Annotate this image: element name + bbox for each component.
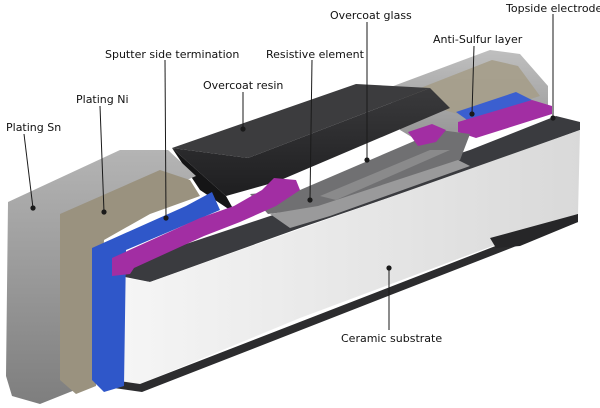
- label-overcoat-resin: Overcoat resin: [203, 79, 283, 92]
- resistive-element: [270, 160, 470, 228]
- substrate-under-shadow: [490, 214, 578, 248]
- leader-plating-ni: [99, 105, 107, 215]
- label-topside-electrode: Topside electrode: [505, 2, 600, 15]
- leader-ceramic-substrate: [386, 265, 392, 330]
- label-plating-ni: Plating Ni: [76, 93, 129, 106]
- resin-left-side: [172, 148, 236, 214]
- anti-sulfur-left: [112, 178, 300, 276]
- leader-overcoat-glass: [364, 22, 370, 163]
- label-overcoat-glass: Overcoat glass: [330, 9, 412, 22]
- leader-anti-sulfur-layer: [469, 45, 475, 117]
- plating-sn-left: [6, 150, 196, 404]
- overcoat-glass: [250, 130, 470, 214]
- substrate-front-face: [110, 130, 580, 384]
- leader-sputter-side-termination: [163, 59, 169, 221]
- sputter-termination-left: [92, 192, 220, 392]
- label-anti-sulfur-layer: Anti-Sulfur layer: [433, 33, 523, 46]
- label-plating-sn: Plating Sn: [6, 121, 61, 134]
- anti-sulfur-right-bump: [408, 124, 446, 146]
- glass-highlight: [320, 150, 450, 200]
- sputter-termination-right: [456, 92, 532, 122]
- label-sputter-side-termination: Sputter side termination: [105, 48, 239, 61]
- label-resistive-element: Resistive element: [266, 48, 365, 61]
- ceramic-substrate: [110, 130, 580, 392]
- left-termination: [6, 124, 446, 404]
- resin-top: [172, 84, 430, 158]
- label-ceramic-substrate: Ceramic substrate: [341, 332, 442, 345]
- leader-topside-electrode: [550, 14, 556, 121]
- anti-sulfur-right: [458, 100, 552, 138]
- leader-plating-sn: [23, 133, 36, 211]
- leader-resistive-element: [307, 59, 313, 203]
- leader-overcoat-resin: [240, 92, 246, 132]
